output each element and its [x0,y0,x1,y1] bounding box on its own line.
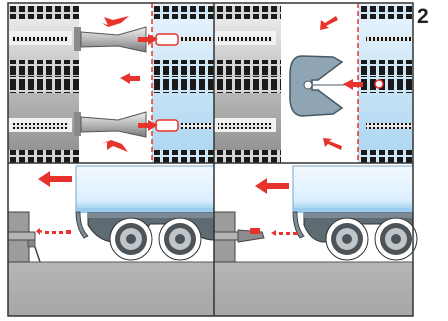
ground [8,262,214,316]
arrow-icon [120,73,140,84]
cable-plug-icon [80,26,147,138]
trailer-icon [292,165,418,261]
panel-top-left [8,3,214,163]
arrow-icon [320,16,338,30]
arrow-icon [138,34,158,45]
hose-arrows [36,228,71,235]
wheel-icon [109,217,153,261]
insert-arrows [102,16,158,152]
tractor-rear-icon [213,211,265,263]
wheel-icon [325,217,369,261]
hose-arrows [271,230,298,236]
reverse-arrow-icon [38,171,72,187]
wheel-icon [158,217,202,261]
panel-bottom-left [7,163,215,316]
arrow-icon [138,120,158,131]
step-number: 2 [417,5,429,28]
panel-bottom-right [213,163,418,316]
tool-arrows [320,16,363,150]
panel-grid [7,2,414,317]
arrow-icon [102,16,129,27]
ground [214,262,413,316]
left-connector-housing [214,3,281,163]
wheel-icon [374,217,418,261]
coupling-gauge-icon [289,55,345,117]
arrow-icon [102,140,128,152]
right-connector-housing [357,3,413,163]
left-connector-housing [8,3,81,163]
panel-top-right [214,3,413,163]
tractor-rear-icon [7,211,41,263]
reverse-arrow-icon [255,178,289,194]
arrow-icon [323,138,342,150]
right-connector-housing [151,3,214,163]
arrow-icon [343,79,363,90]
